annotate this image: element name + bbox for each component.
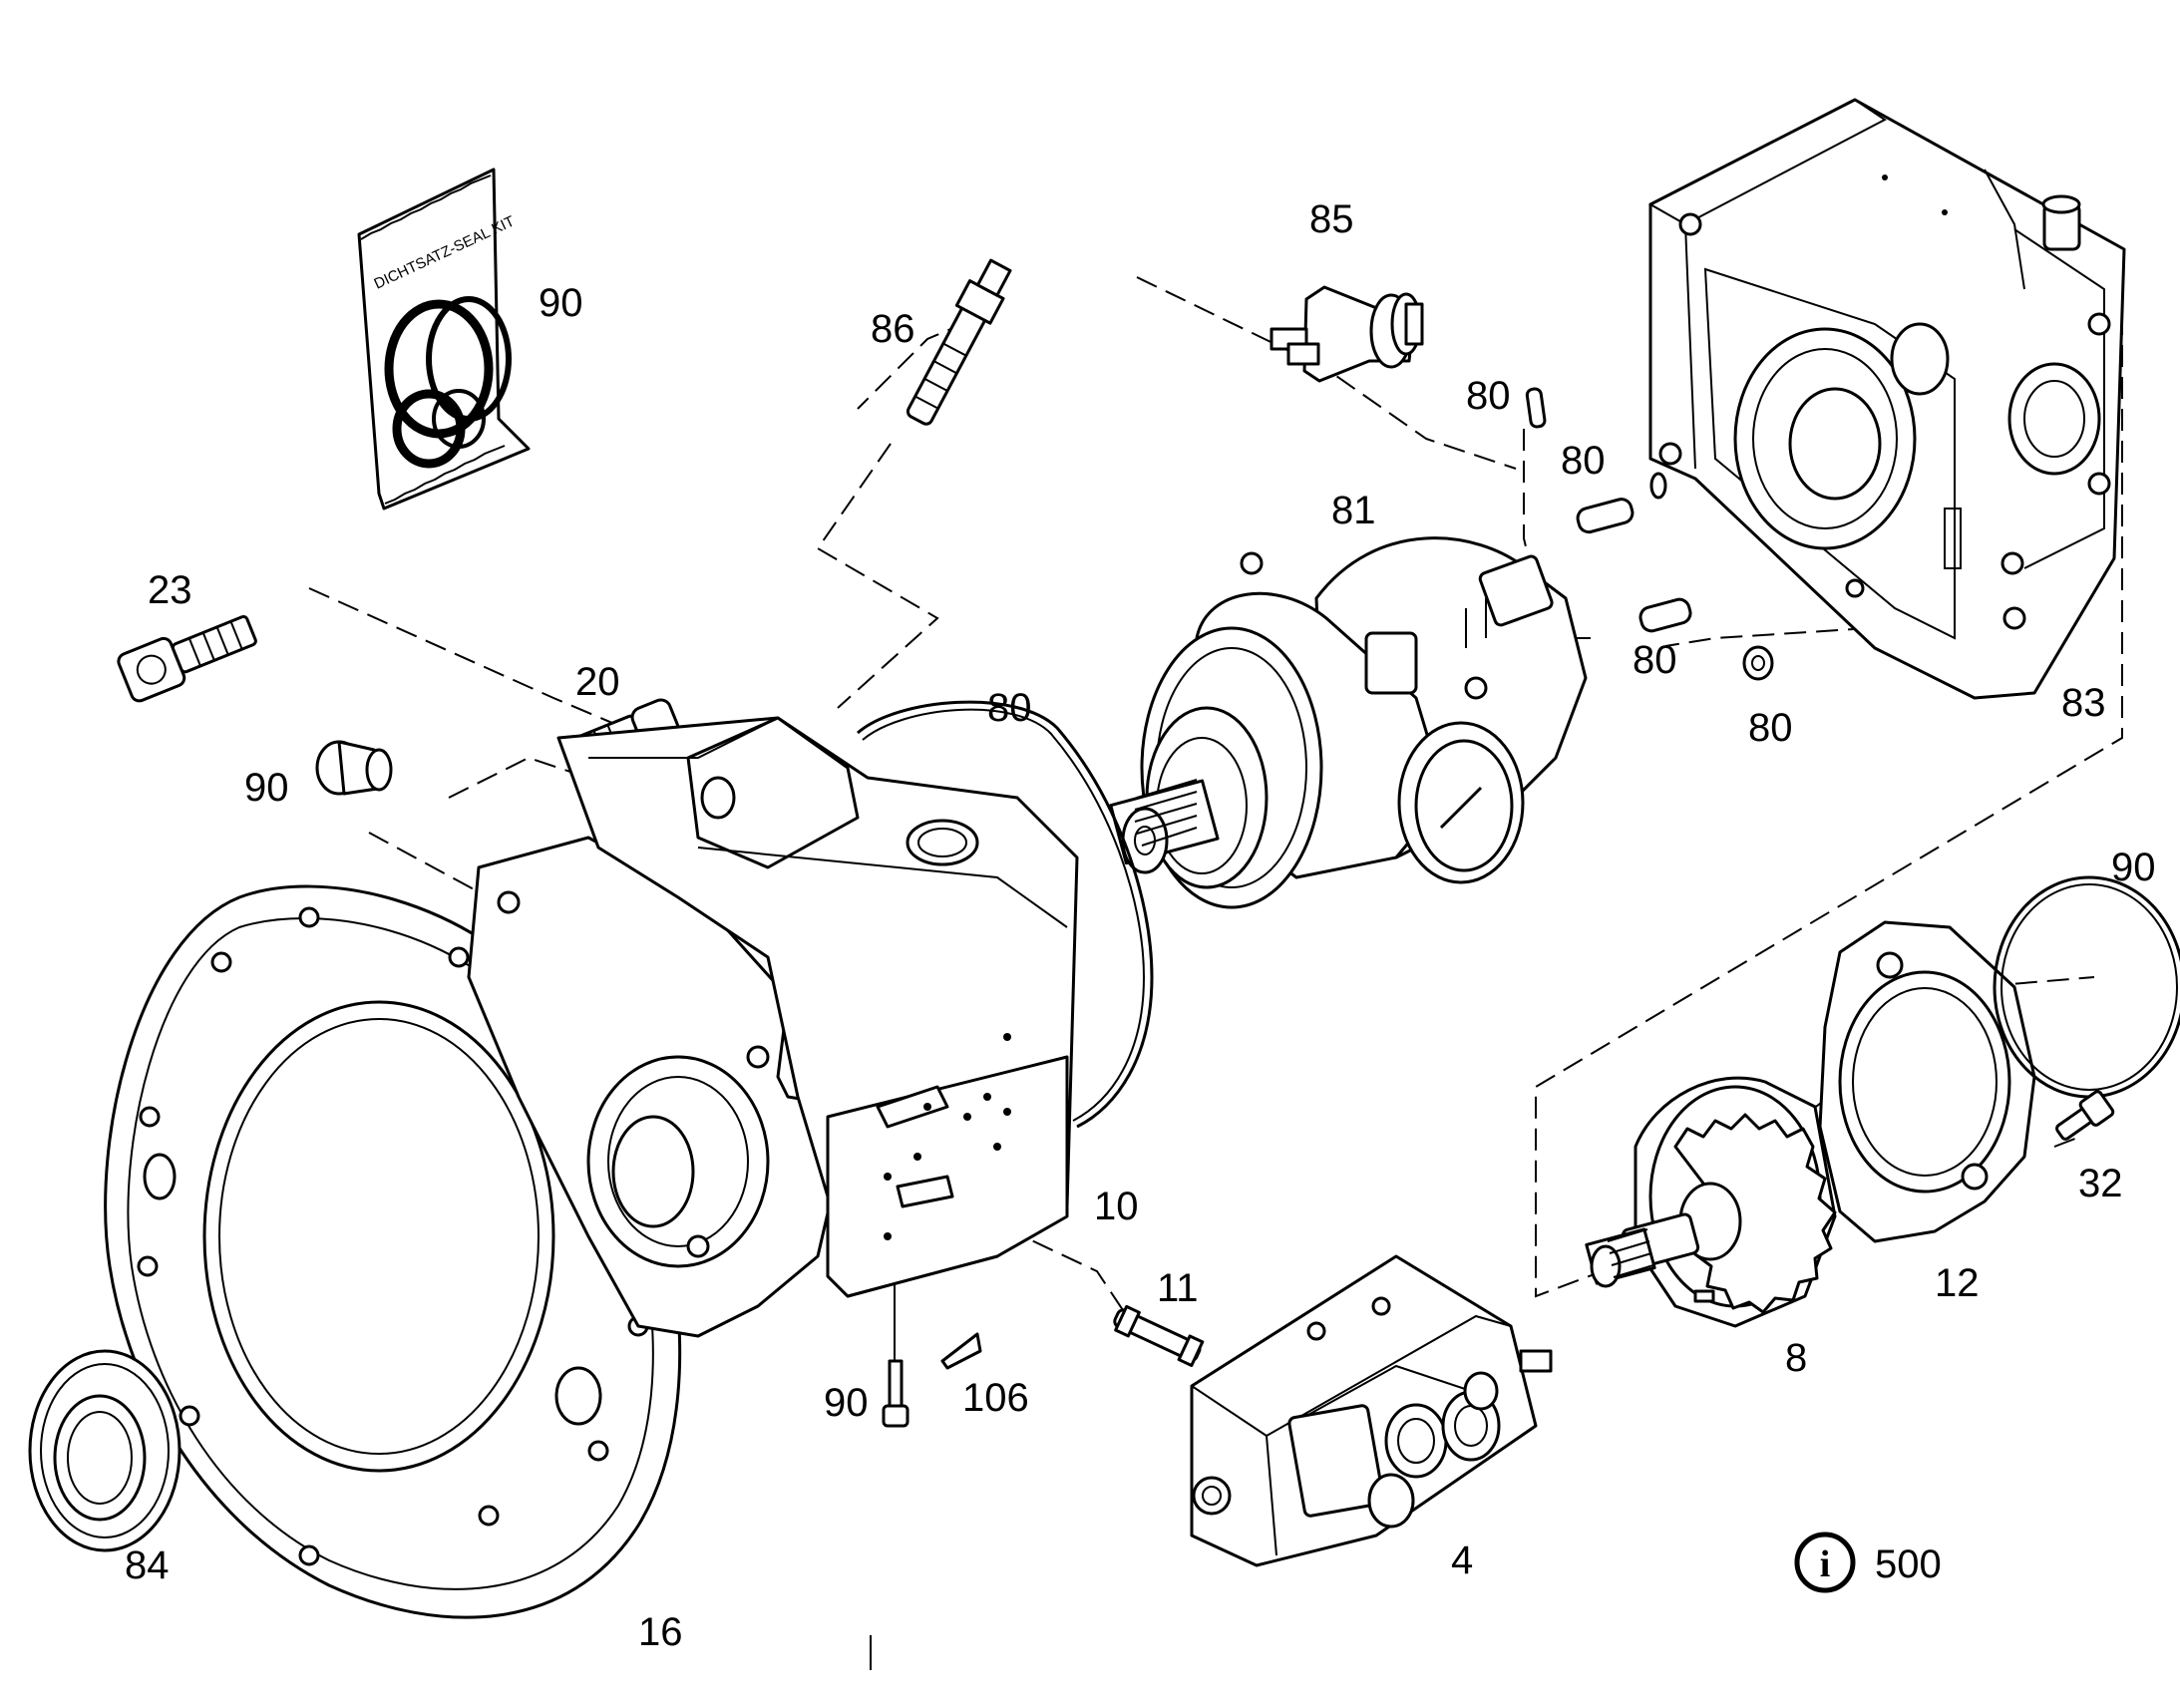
- callout-11: 11: [1157, 1266, 1199, 1310]
- callout-12: 12: [1935, 1261, 1980, 1305]
- callout-80-o-ring: 80: [987, 686, 1032, 730]
- valve-spool: [1113, 1304, 1205, 1367]
- callout-32: 32: [2078, 1162, 2123, 1205]
- control-valve-block: [1190, 1254, 1553, 1567]
- callout-80-pin-top: 80: [1466, 374, 1511, 418]
- callout-90-ring: 90: [2111, 846, 2156, 889]
- port-plate-housing: [1647, 98, 2126, 700]
- callout-84: 84: [125, 1543, 170, 1587]
- o-ring-seal: [857, 700, 1154, 1129]
- speed-sensor: [1270, 285, 1424, 383]
- info-circle-icon: i: [1794, 1532, 1856, 1593]
- callout-81: 81: [1331, 489, 1376, 532]
- shaft-seal-ring: [28, 1349, 182, 1552]
- callout-86: 86: [871, 307, 915, 351]
- dowel-pins: [1525, 387, 1774, 681]
- small-screw: [882, 1359, 909, 1428]
- callout-4: 4: [1451, 1538, 1473, 1582]
- cover-flange-plate: [1818, 920, 2036, 1243]
- callout-80-washer: 80: [1748, 706, 1793, 750]
- callout-83: 83: [2061, 681, 2106, 725]
- pressure-fitting: [906, 258, 1012, 426]
- callout-10: 10: [1094, 1185, 1139, 1228]
- callout-23: 23: [148, 568, 192, 612]
- callout-90-screw: 90: [824, 1381, 869, 1425]
- seal-kit-bag: DICHTSATZ-SEAL KIT: [357, 168, 531, 511]
- callout-90-plug: 90: [244, 766, 289, 810]
- rotary-group: [1109, 536, 1591, 909]
- small-cap-screw: [2055, 1090, 2115, 1141]
- callout-85: 85: [1309, 197, 1354, 241]
- plug: [315, 740, 393, 796]
- charge-pump: [1585, 1076, 1837, 1328]
- callout-106: 106: [962, 1376, 1029, 1420]
- info-reference-number: 500: [1875, 1542, 1942, 1586]
- cap-screw: [117, 614, 257, 703]
- taper-pin: [940, 1332, 982, 1370]
- pump-housing: [467, 716, 1079, 1338]
- callout-16: 16: [638, 1610, 683, 1654]
- o-ring: [1993, 875, 2180, 1099]
- svg-text:i: i: [1820, 1543, 1831, 1585]
- callout-90-seal-kit: 90: [539, 281, 583, 325]
- callout-80-pin-low: 80: [1633, 638, 1677, 682]
- callout-8: 8: [1785, 1336, 1807, 1380]
- callout-labels: 90 86 85 80 80 81 80 80 83 23 20 90 80 9…: [125, 197, 2156, 1654]
- callout-80-pin-mid: 80: [1561, 439, 1606, 483]
- callout-20: 20: [575, 660, 620, 704]
